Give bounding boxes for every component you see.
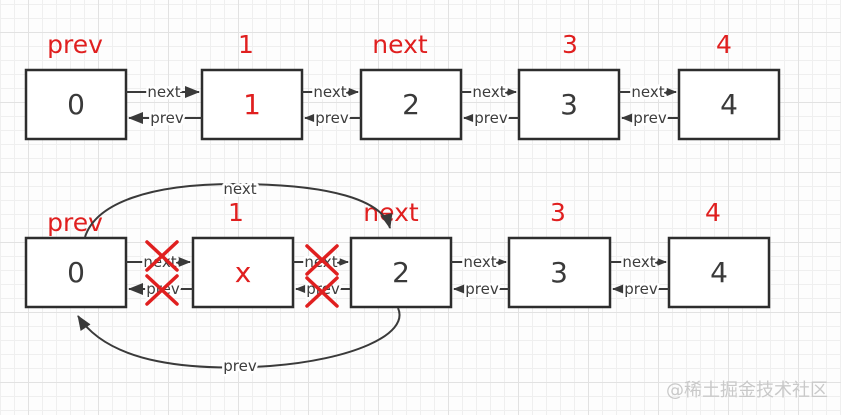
upper-node-value-3: 3 <box>560 88 578 121</box>
lower-header-next: next <box>363 198 419 227</box>
upper-node-value-0: 0 <box>67 88 85 121</box>
lower-node-value-2: 2 <box>392 256 410 289</box>
upper-node-box-0 <box>24 68 128 141</box>
upper-header-3: 3 <box>562 30 578 59</box>
next-arrow-label: next <box>147 83 180 101</box>
upper-node-box-2 <box>359 68 463 141</box>
upper-list: prev 1 next 3 4 0 1 2 3 4 next prev next… <box>24 30 781 141</box>
upper-node-box-1 <box>200 68 304 141</box>
prev-arrow-label: prev <box>150 109 184 127</box>
lower-node-value-x: x <box>235 256 252 289</box>
delete-cross-icon <box>145 240 179 272</box>
lower-node-box-3 <box>507 236 612 309</box>
prev-arrow-label: prev <box>465 280 499 298</box>
prev-arrow-label: prev <box>624 280 658 298</box>
delete-cross-icon <box>145 274 179 306</box>
lower-header-1: 1 <box>228 198 244 227</box>
next-arrow-label: next <box>622 253 655 271</box>
lower-header-4: 4 <box>705 198 721 227</box>
upper-node-value-4: 4 <box>720 88 738 121</box>
lower-node-box-0 <box>24 236 128 309</box>
upper-header-4: 4 <box>716 30 732 59</box>
prev-arrow-label: prev <box>474 109 508 127</box>
upper-node-box-3 <box>517 68 621 141</box>
next-arrow-label: next <box>631 83 664 101</box>
upper-node-box-4 <box>677 68 781 141</box>
upper-header-1: 1 <box>238 30 254 59</box>
prev-arrow-label: prev <box>315 109 349 127</box>
lower-header-prev: prev <box>47 208 103 237</box>
upper-node-value-2: 2 <box>402 88 420 121</box>
upper-header-next: next <box>372 30 428 59</box>
upper-node-value-1: 1 <box>243 88 261 121</box>
watermark: @稀土掘金技术社区 <box>666 380 828 401</box>
lower-list: prev 1 next 3 4 0 x 2 3 4 next prev next… <box>24 178 771 378</box>
lower-node-value-3: 3 <box>550 256 568 289</box>
bypass-prev-arrow-label: prev <box>223 357 257 375</box>
next-arrow-label: next <box>463 253 496 271</box>
bypass-next-arrow <box>84 182 393 238</box>
prev-arrow-label: prev <box>633 109 667 127</box>
lower-node-box-x <box>191 236 295 309</box>
upper-header-prev: prev <box>47 30 103 59</box>
bypass-next-arrow-label: next <box>223 180 256 198</box>
next-arrow-label: next <box>313 83 346 101</box>
next-arrow-label: next <box>472 83 505 101</box>
bypass-prev-arrow <box>77 307 401 369</box>
lower-header-3: 3 <box>550 198 566 227</box>
lower-node-value-0: 0 <box>67 256 85 289</box>
lower-node-box-2 <box>349 236 453 309</box>
lower-node-box-4 <box>667 236 771 309</box>
delete-cross-icon <box>305 244 339 276</box>
delete-cross-icon <box>305 276 339 308</box>
lower-node-value-4: 4 <box>710 256 728 289</box>
